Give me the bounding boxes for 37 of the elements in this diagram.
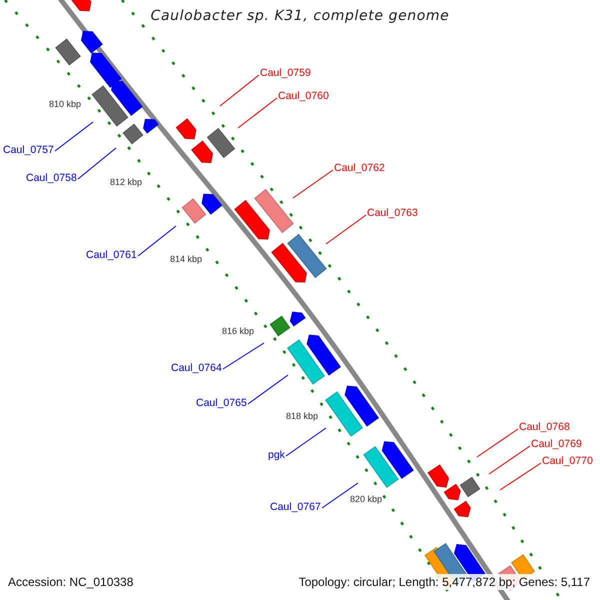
gene-label: Caul_0759 <box>260 66 311 80</box>
leader-line <box>220 74 260 106</box>
gene-label: Caul_0758 <box>26 172 77 184</box>
leader-line <box>238 98 278 128</box>
scale-label: 816 kbp <box>222 326 254 337</box>
leader-line <box>286 428 326 456</box>
scale-label: 812 kbp <box>110 177 142 188</box>
leader-line <box>322 482 358 508</box>
leader-line <box>326 214 366 244</box>
gene-label: pgk <box>268 448 285 462</box>
leader-line <box>292 170 334 198</box>
gene-label: Caul_0761 <box>86 248 137 262</box>
gene-label: Caul_0762 <box>334 162 385 174</box>
gene-label: Caul_0767 <box>270 500 321 514</box>
leader-line <box>476 428 518 458</box>
leader-line <box>78 148 116 180</box>
leader-line <box>488 446 530 474</box>
gene-label: Caul_0757 <box>3 144 54 156</box>
gene-label: Caul_0764 <box>171 362 222 374</box>
gene-label: Caul_0763 <box>367 206 418 220</box>
title: Caulobacter sp. K31, complete genome <box>150 8 450 24</box>
gene-label: Caul_0769 <box>531 438 582 450</box>
gene-label: Caul_0768 <box>519 420 570 434</box>
leader-line <box>500 462 542 490</box>
leader-line <box>248 374 288 404</box>
scale-label: 810 kbp <box>49 99 82 110</box>
gene-label: Caul_0770 <box>542 454 593 468</box>
footer-note: Accession: NC_010338 <box>6 574 136 590</box>
gene-label: Caul_0765 <box>196 396 247 410</box>
scale-label: 820 kbp <box>350 494 382 505</box>
footer-note: Topology: circular; Length: 5,477,872 bp; Genes: 5,117 <box>296 574 592 590</box>
leader-line <box>138 226 176 256</box>
scale-label: 818 kbp <box>286 411 318 422</box>
scale-label: 814 kbp <box>170 254 202 265</box>
leader-line <box>222 342 264 370</box>
leader-line <box>54 122 94 152</box>
gene-label: Caul_0760 <box>278 90 329 102</box>
